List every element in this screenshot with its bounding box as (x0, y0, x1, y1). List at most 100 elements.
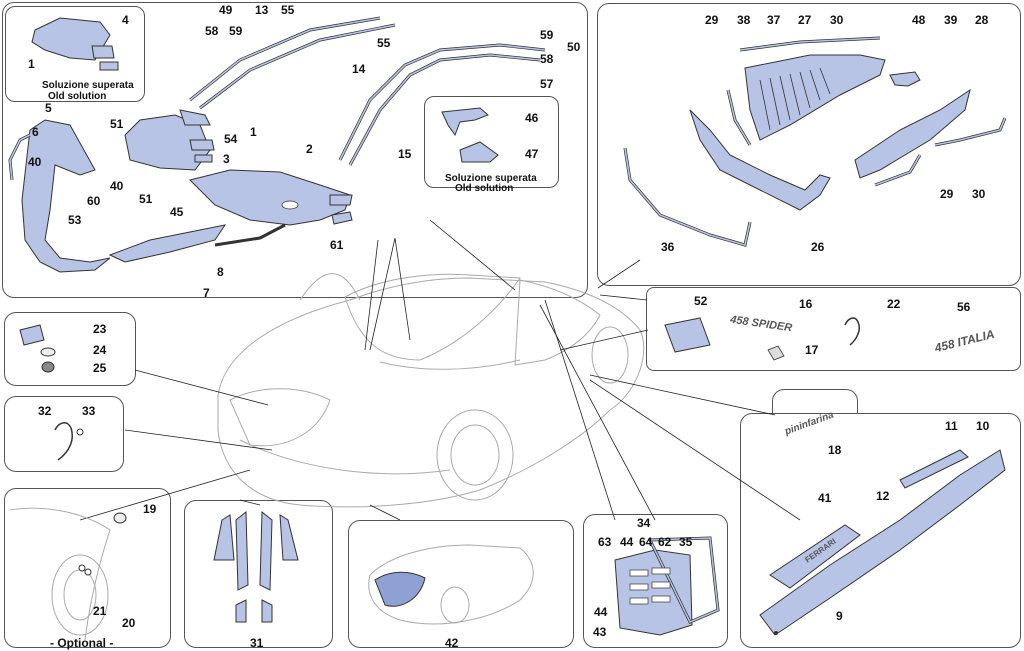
old-solution-part-4 (31, 17, 119, 71)
callout-29a: 29 (705, 13, 719, 27)
callout-54: 54 (224, 132, 238, 146)
callout-51a: 51 (110, 117, 124, 131)
floor-mat-34 (614, 536, 720, 636)
callout-30b: 30 (972, 187, 986, 201)
callout-1b: 1 (250, 125, 257, 139)
callout-44b: 44 (594, 605, 608, 619)
callout-50: 50 (567, 40, 581, 54)
callout-48: 48 (912, 13, 926, 27)
sill-parts (759, 449, 1006, 636)
part-2-cowl-panel (189, 169, 353, 226)
callout-59b: 59 (540, 28, 554, 42)
callout-30a: 30 (830, 13, 844, 27)
badge-part-52 (664, 317, 711, 353)
part-19 (113, 512, 127, 524)
callout-9: 9 (836, 609, 843, 623)
roof-strips (189, 16, 546, 166)
callout-34: 34 (637, 516, 651, 530)
screw-9 (774, 631, 778, 635)
callout-41: 41 (818, 491, 832, 505)
old-solution-parts-46-47 (441, 107, 499, 163)
part-27-grille (744, 54, 886, 141)
callout-23: 23 (93, 322, 107, 336)
callout-14: 14 (352, 62, 366, 76)
panel-badges (646, 287, 1021, 371)
callout-10: 10 (976, 419, 990, 433)
callout-27: 27 (798, 13, 812, 27)
callout-40b: 40 (110, 179, 124, 193)
callout-60: 60 (87, 194, 101, 208)
part-61 (331, 211, 353, 225)
panel-windscreen-frame (597, 3, 1021, 286)
callout-55a: 55 (281, 3, 295, 17)
callout-55b: 55 (377, 36, 391, 50)
callout-49: 49 (219, 3, 233, 17)
callout-37: 37 (767, 13, 781, 27)
callout-40a: 40 (28, 155, 42, 169)
callout-21: 21 (93, 604, 107, 618)
nut-25 (41, 361, 55, 373)
callout-32: 32 (38, 404, 52, 418)
callout-38: 38 (737, 13, 751, 27)
callout-56: 56 (957, 300, 971, 314)
hood-badge-23 (19, 324, 45, 346)
callout-35: 35 (679, 535, 693, 549)
part-5-side-panel (21, 119, 111, 273)
car-outline (217, 273, 645, 508)
fastener-33 (76, 428, 84, 436)
callout-29b: 29 (940, 187, 954, 201)
part-1-cowl-assembly (124, 109, 215, 171)
callout-5: 5 (45, 101, 52, 115)
callout-46: 46 (525, 111, 539, 125)
callout-51b: 51 (139, 192, 153, 206)
part-39 (889, 71, 921, 87)
callout-58b: 58 (540, 52, 554, 66)
old-solution-note-en-1: Old solution (48, 91, 107, 102)
callout-20: 20 (122, 616, 136, 630)
callout-1a: 1 (28, 57, 35, 71)
callout-31: 31 (250, 636, 264, 650)
leader-lines (79, 219, 801, 521)
callout-6: 6 (32, 125, 39, 139)
prancing-horse-22 (844, 317, 861, 346)
strip-8 (214, 223, 286, 247)
callout-63: 63 (598, 535, 612, 549)
callout-26: 26 (811, 240, 825, 254)
old-solution-note-it-2: Soluzione superata (445, 173, 537, 184)
callout-15: 15 (398, 147, 412, 161)
optional-note: - Optional - (50, 636, 114, 650)
callout-24: 24 (93, 343, 107, 357)
protective-film-set-31 (213, 510, 299, 623)
callout-12: 12 (876, 489, 890, 503)
part-20 (84, 568, 92, 576)
badge-fastener-17 (767, 345, 785, 361)
callout-53: 53 (68, 213, 82, 227)
callout-58a: 58 (205, 24, 219, 38)
callout-57: 57 (540, 77, 554, 91)
callout-62: 62 (658, 535, 672, 549)
callout-61: 61 (330, 238, 344, 252)
callout-59a: 59 (229, 24, 243, 38)
callout-16: 16 (799, 297, 813, 311)
callout-3: 3 (223, 152, 230, 166)
callout-42: 42 (445, 636, 459, 650)
part-28-side-trim (854, 88, 971, 179)
callout-4: 4 (122, 13, 129, 27)
callout-33: 33 (82, 404, 96, 418)
prancing-horse-32 (54, 422, 74, 461)
callout-19: 19 (143, 502, 157, 516)
callout-22: 22 (887, 297, 901, 311)
part-7-lower-trim (108, 224, 227, 263)
panel-hood-badge (4, 312, 136, 386)
callout-64: 64 (639, 535, 653, 549)
part-26-lower-frame (689, 109, 831, 211)
old-solution-note-en-2: Old solution (455, 183, 514, 194)
callout-17: 17 (805, 343, 819, 357)
washer-24 (40, 347, 56, 357)
callout-2: 2 (306, 142, 313, 156)
callout-11: 11 (945, 419, 958, 433)
callout-36: 36 (661, 240, 675, 254)
callout-8: 8 (217, 265, 224, 279)
strip-29-top (726, 89, 752, 146)
callout-45: 45 (170, 205, 184, 219)
